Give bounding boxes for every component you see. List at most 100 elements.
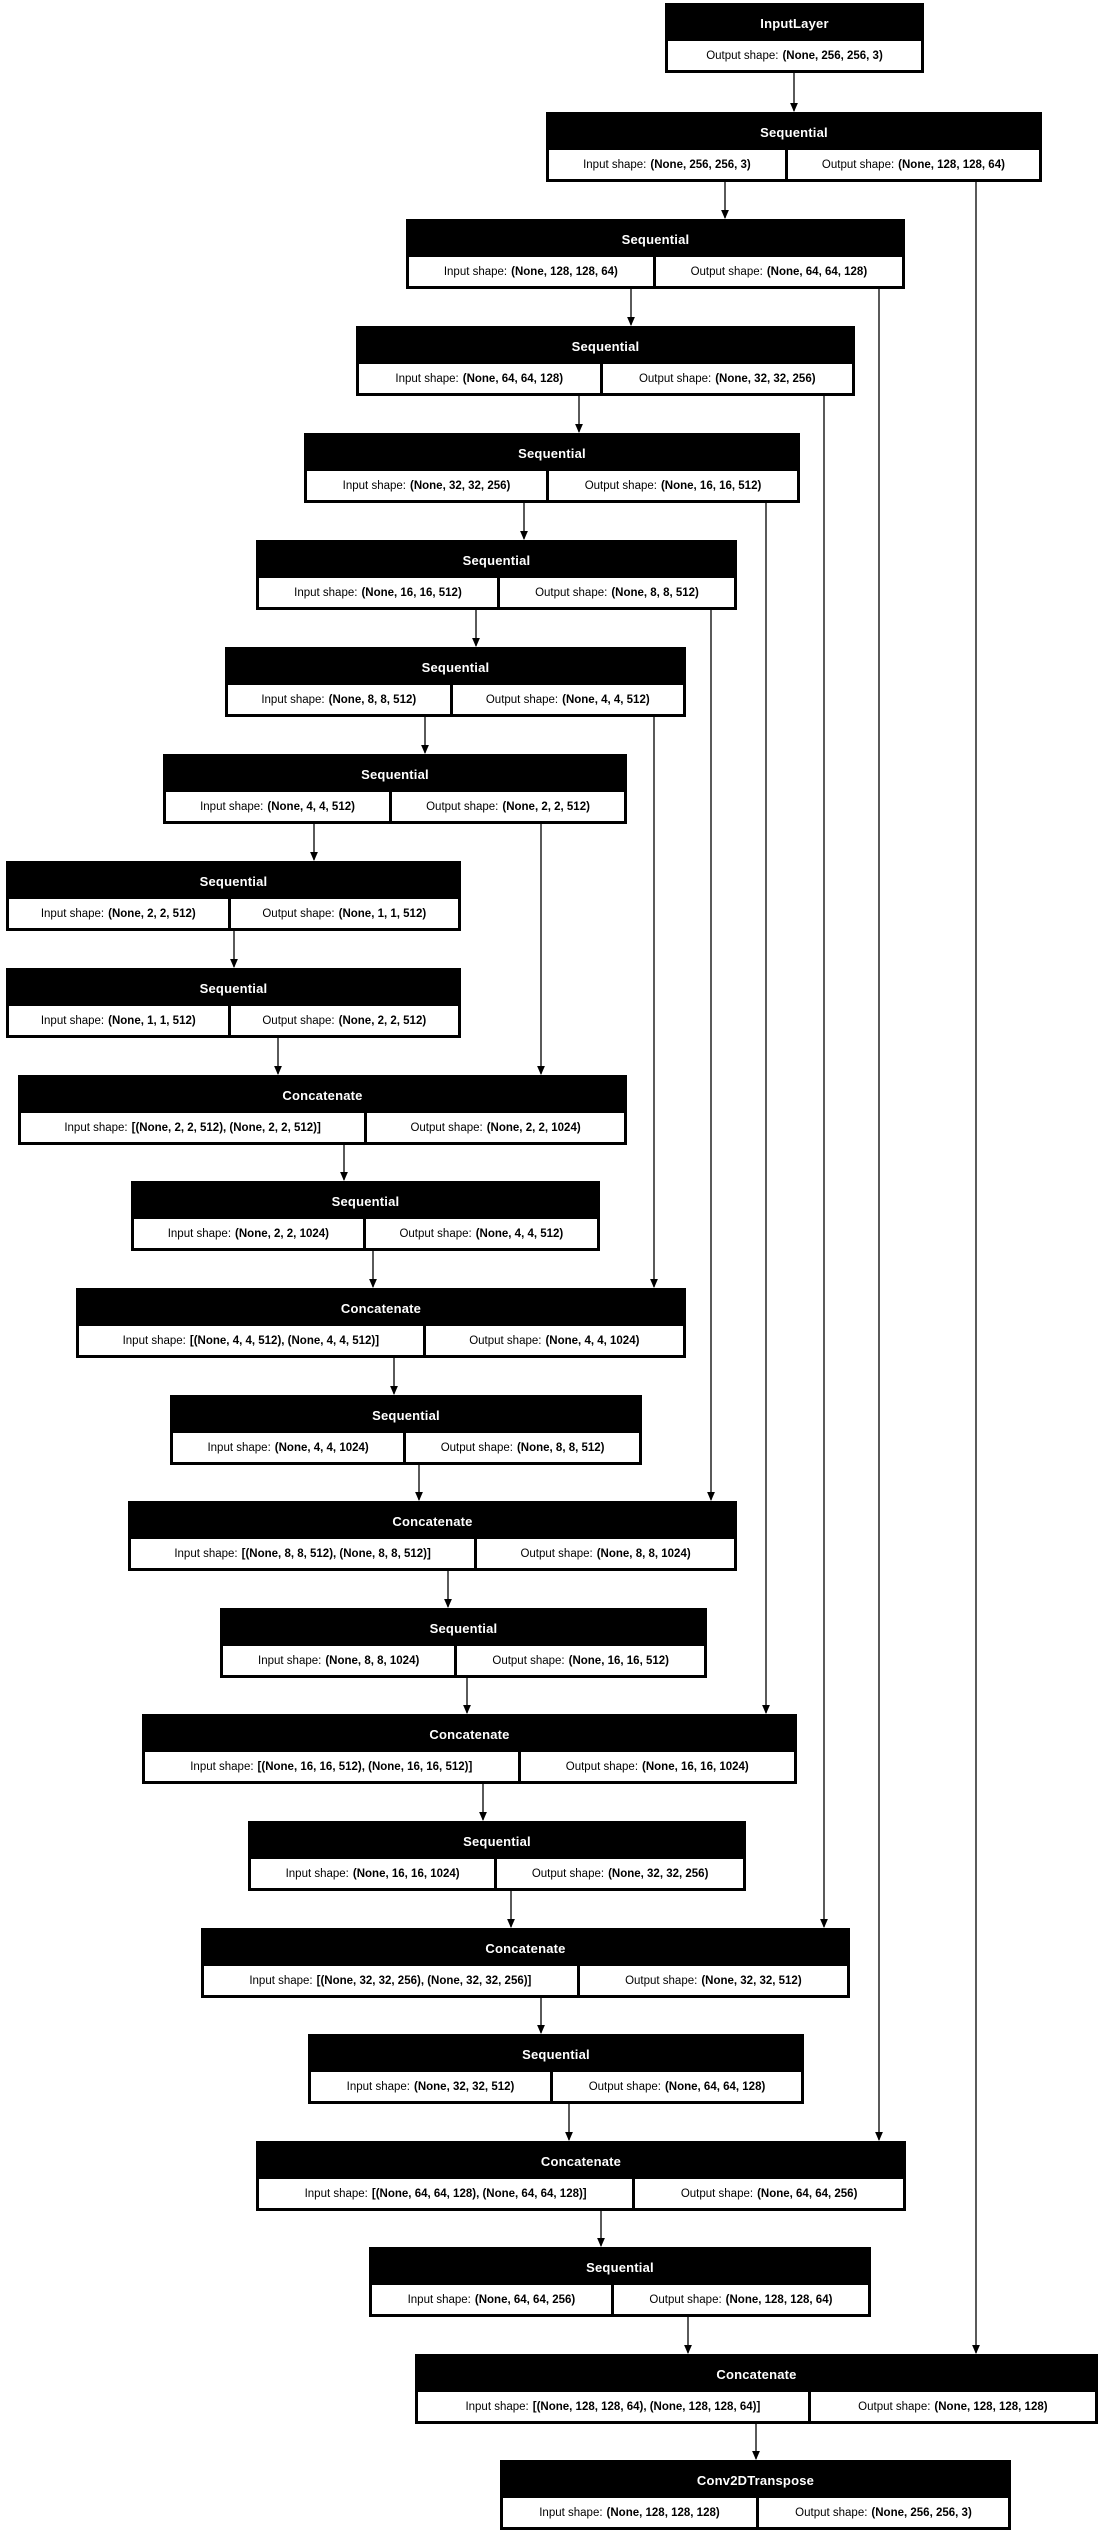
layer-shape-row: Input shape: (None, 2, 2, 512) Output sh… [9, 899, 458, 928]
shape-label: Output shape: [565, 1760, 639, 1773]
shape-value: (None, 8, 8, 512) [328, 693, 417, 706]
layer-node-1-sequential: Sequential Input shape: (None, 256, 256,… [546, 112, 1042, 182]
layer-shape-row: Input shape: [(None, 64, 64, 128), (None… [259, 2179, 904, 2208]
shape-label: Input shape: [285, 1867, 349, 1880]
shape-label: Input shape: [583, 158, 647, 171]
layer-node-6-sequential: Sequential Input shape: (None, 8, 8, 512… [225, 647, 686, 717]
layer-title: Conv2DTranspose [696, 2472, 815, 2488]
shape-label: Input shape: [174, 1547, 238, 1560]
layer-node-0-inputlayer: InputLayer Output shape: (None, 256, 256… [665, 3, 924, 73]
shape-label: Input shape: [539, 2506, 603, 2519]
shape-label: Input shape: [294, 586, 358, 599]
shape-label: Input shape: [342, 479, 406, 492]
shape-cell: Output shape: (None, 32, 32, 256) [497, 1859, 744, 1888]
shape-cell: Input shape: [(None, 16, 16, 512), (None… [145, 1752, 518, 1781]
shape-cell: Input shape: (None, 2, 2, 1024) [134, 1219, 363, 1248]
layer-title: Concatenate [485, 1940, 566, 1956]
shape-cell: Output shape: (None, 1, 1, 512) [230, 899, 458, 928]
shape-label: Output shape: [440, 1441, 513, 1454]
shape-label: Input shape: [167, 1227, 232, 1240]
shape-value: [(None, 128, 128, 64), (None, 128, 128, … [532, 2400, 761, 2413]
shape-value: (None, 64, 64, 128) [766, 265, 868, 278]
shape-label: Input shape: [207, 1441, 271, 1454]
layer-node-14-concatenate: Concatenate Input shape: [(None, 8, 8, 5… [128, 1501, 737, 1571]
shape-value: (None, 32, 32, 256) [715, 372, 816, 385]
shape-cell: Output shape: (None, 256, 256, 3) [668, 41, 921, 70]
shape-value: [(None, 8, 8, 512), (None, 8, 8, 512)] [241, 1547, 431, 1560]
shape-value: (None, 16, 16, 512) [660, 479, 762, 492]
shape-value: (None, 4, 4, 1024) [274, 1441, 369, 1454]
layer-node-19-sequential: Sequential Input shape: (None, 32, 32, 5… [308, 2034, 804, 2104]
shape-cell: Input shape: [(None, 128, 128, 64), (Non… [418, 2392, 808, 2421]
shape-value: [(None, 64, 64, 128), (None, 64, 64, 128… [371, 2187, 587, 2200]
shape-value: (None, 4, 4, 512) [562, 693, 650, 706]
layer-shape-row: Input shape: [(None, 16, 16, 512), (None… [145, 1752, 794, 1781]
layer-node-10-concatenate: Concatenate Input shape: [(None, 2, 2, 5… [18, 1075, 627, 1145]
shape-label: Input shape: [407, 2293, 471, 2306]
layer-shape-row: Input shape: (None, 16, 16, 512) Output … [259, 578, 735, 607]
shape-cell: Input shape: (None, 64, 64, 128) [359, 364, 600, 393]
shape-label: Output shape: [399, 1227, 472, 1240]
shape-label: Input shape: [443, 265, 508, 278]
layer-node-18-concatenate: Concatenate Input shape: [(None, 32, 32,… [201, 1928, 850, 1998]
shape-value: (None, 128, 128, 64) [898, 158, 1005, 171]
shape-cell: Input shape: [(None, 2, 2, 512), (None, … [21, 1113, 365, 1142]
shape-label: Output shape: [795, 2506, 868, 2519]
shape-value: [(None, 32, 32, 256), (None, 32, 32, 256… [316, 1974, 532, 1987]
shape-label: Output shape: [262, 907, 335, 920]
shape-label: Input shape: [249, 1974, 313, 1987]
shape-value: (None, 8, 8, 512) [516, 1441, 605, 1454]
shape-cell: Output shape: (None, 64, 64, 256) [635, 2179, 904, 2208]
layer-title: Concatenate [716, 2366, 797, 2382]
layer-shape-row: Input shape: (None, 32, 32, 512) Output … [311, 2072, 801, 2101]
shape-cell: Input shape: (None, 32, 32, 256) [307, 471, 547, 500]
layer-node-22-concatenate: Concatenate Input shape: [(None, 128, 12… [415, 2354, 1098, 2424]
shape-value: (None, 4, 4, 512) [475, 1227, 564, 1240]
shape-cell: Input shape: (None, 8, 8, 512) [228, 685, 450, 714]
shape-cell: Output shape: (None, 2, 2, 1024) [367, 1113, 625, 1142]
layer-node-23-conv2dtranspose: Conv2DTranspose Input shape: (None, 128,… [500, 2460, 1011, 2530]
layer-title: Sequential [760, 124, 828, 140]
layer-node-2-sequential: Sequential Input shape: (None, 128, 128,… [406, 219, 905, 289]
shape-label: Output shape: [410, 1121, 483, 1134]
shape-cell: Input shape: (None, 256, 256, 3) [549, 150, 785, 179]
layer-shape-row: Output shape: (None, 256, 256, 3) [668, 41, 921, 70]
shape-value: (None, 32, 32, 512) [701, 1974, 802, 1987]
shape-cell: Input shape: (None, 4, 4, 512) [166, 792, 390, 821]
layer-shape-row: Input shape: (None, 64, 64, 256) Output … [372, 2285, 869, 2314]
shape-cell: Input shape: (None, 1, 1, 512) [9, 1006, 228, 1035]
shape-cell: Output shape: (None, 8, 8, 512) [499, 578, 735, 607]
layer-title: Sequential [361, 766, 429, 782]
shape-value: (None, 32, 32, 256) [608, 1867, 709, 1880]
shape-label: Output shape: [535, 586, 608, 599]
shape-value: (None, 8, 8, 1024) [325, 1654, 420, 1667]
layer-node-16-concatenate: Concatenate Input shape: [(None, 16, 16,… [142, 1714, 797, 1784]
layer-shape-row: Input shape: (None, 64, 64, 128) Output … [359, 364, 852, 393]
shape-value: (None, 32, 32, 512) [413, 2080, 515, 2093]
shape-label: Input shape: [40, 907, 105, 920]
layer-title: Concatenate [392, 1513, 473, 1529]
shape-cell: Output shape: (None, 8, 8, 512) [406, 1433, 639, 1462]
shape-label: Input shape: [64, 1121, 128, 1134]
layer-title: Sequential [199, 980, 268, 996]
shape-cell: Output shape: (None, 4, 4, 512) [365, 1219, 597, 1248]
layer-shape-row: Input shape: [(None, 4, 4, 512), (None, … [79, 1326, 684, 1355]
shape-value: [(None, 16, 16, 512), (None, 16, 16, 512… [257, 1760, 473, 1773]
layer-node-11-sequential: Sequential Input shape: (None, 2, 2, 102… [131, 1181, 600, 1251]
layer-shape-row: Input shape: (None, 8, 8, 512) Output sh… [228, 685, 683, 714]
shape-label: Input shape: [200, 800, 264, 813]
layer-title: Concatenate [340, 1300, 422, 1316]
shape-cell: Input shape: (None, 128, 128, 128) [503, 2498, 756, 2527]
shape-value: (None, 4, 4, 512) [267, 800, 355, 813]
shape-label: Output shape: [625, 1974, 698, 1987]
shape-label: Output shape: [858, 2400, 931, 2413]
shape-value: (None, 64, 64, 128) [664, 2080, 766, 2093]
layer-shape-row: Input shape: (None, 32, 32, 256) Output … [307, 471, 797, 500]
shape-label: Input shape: [346, 2080, 410, 2093]
layer-node-20-concatenate: Concatenate Input shape: [(None, 64, 64,… [256, 2141, 906, 2211]
shape-cell: Input shape: (None, 128, 128, 64) [409, 257, 653, 286]
shape-label: Input shape: [261, 693, 325, 706]
layer-node-21-sequential: Sequential Input shape: (None, 64, 64, 2… [369, 2247, 871, 2317]
shape-label: Input shape: [304, 2187, 368, 2200]
